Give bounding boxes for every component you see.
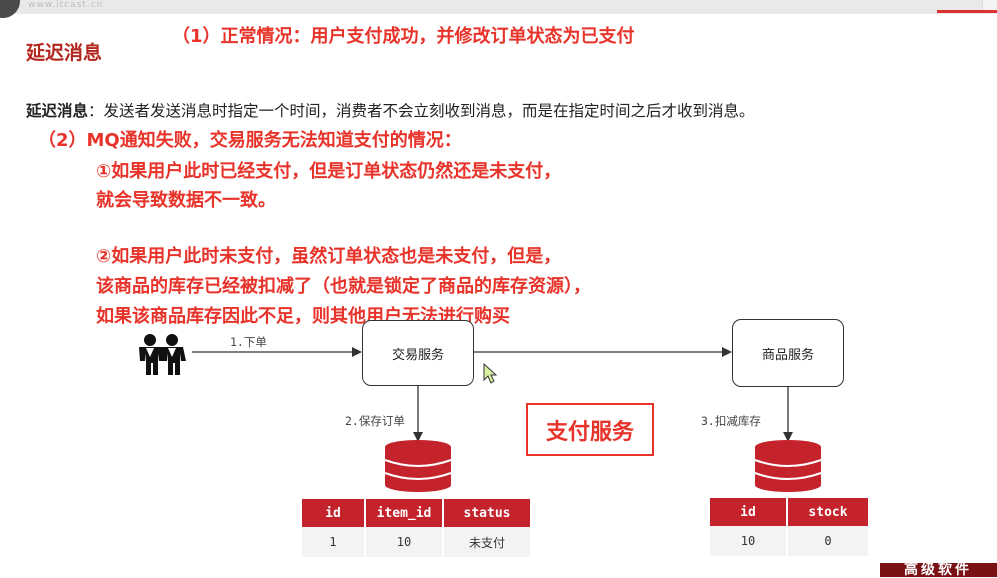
footer-logo-band	[880, 563, 997, 577]
watermark-text: www.itcast.cn	[28, 0, 104, 10]
trade-service-node[interactable]: 交易服务	[362, 320, 474, 386]
order-table-header: id item_id status	[302, 499, 530, 527]
step-save-order-label: 2.保存订单	[345, 414, 405, 428]
order-cell-id: 1	[302, 527, 366, 557]
pay-service-node[interactable]: 支付服务	[526, 403, 654, 456]
database-icon	[754, 440, 822, 492]
cursor-icon	[483, 362, 498, 384]
users-icon	[139, 334, 186, 375]
stock-cell-id: 10	[710, 526, 788, 556]
annotation-case1-line2: 就会导致数据不一致。	[96, 190, 276, 211]
table-row: 10 0	[710, 526, 868, 556]
order-col-status: status	[443, 499, 530, 527]
stock-col-id: id	[710, 498, 788, 526]
definition-term: 延迟消息	[26, 102, 89, 120]
annotation-mq-failure: （2）MQ通知失败，交易服务无法知道支付的情况：	[38, 130, 462, 151]
annotation-case2-line1: ②如果用户此时未支付，虽然订单状态也是未支付，但是，	[96, 246, 562, 267]
page-title: 延迟消息	[26, 42, 103, 64]
accent-line	[937, 10, 997, 13]
stock-table: id stock 10 0	[710, 498, 868, 556]
stock-col-stock: stock	[787, 498, 868, 526]
annotation-case1-line1: ①如果用户此时已经支付，但是订单状态仍然还是未支付，	[96, 161, 562, 182]
order-cell-item-id: 10	[365, 527, 444, 557]
order-col-id: id	[302, 499, 366, 527]
definition-text: ：发送者发送消息时指定一个时间，消费者不会立刻收到消息，而是在指定时间之后才收到…	[88, 102, 755, 120]
annotation-normal-case: （1）正常情况：用户支付成功，并修改订单状态为已支付	[172, 26, 635, 47]
goods-service-node[interactable]: 商品服务	[732, 319, 844, 387]
goods-service-label: 商品服务	[761, 347, 814, 363]
window-top-bar	[0, 0, 997, 14]
order-cell-status: 未支付	[443, 527, 530, 557]
footer-logo-text: 高级软件	[904, 562, 972, 578]
definition-line: 延迟消息：发送者发送消息时指定一个时间，消费者不会立刻收到消息，而是在指定时间之…	[26, 99, 755, 121]
window-control-button[interactable]	[982, 0, 997, 10]
order-table: id item_id status 1 10 未支付	[302, 499, 530, 557]
order-col-item-id: item_id	[365, 499, 444, 527]
stock-table-header: id stock	[710, 498, 868, 526]
trade-service-label: 交易服务	[391, 347, 444, 363]
table-row: 1 10 未支付	[302, 527, 530, 557]
stock-cell-stock: 0	[787, 526, 868, 556]
step-order-label: 1.下单	[230, 335, 267, 349]
pay-service-label: 支付服务	[545, 419, 634, 445]
step-deduct-stock-label: 3.扣减库存	[701, 414, 761, 428]
database-icon	[384, 440, 452, 492]
annotation-case2-line2: 该商品的库存已经被扣减了（也就是锁定了商品的库存资源），	[96, 276, 591, 297]
